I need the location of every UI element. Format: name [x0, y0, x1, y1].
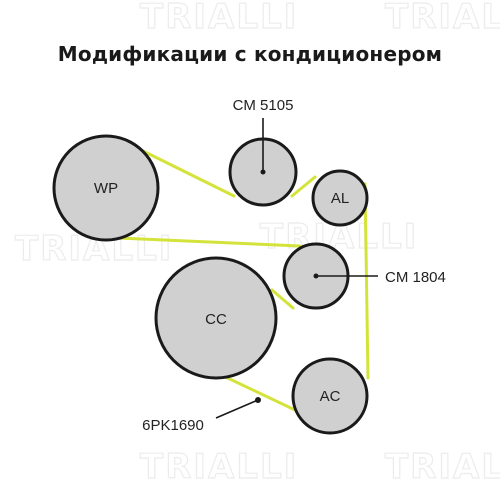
belt-segment [116, 236, 302, 248]
pulleys [52, 134, 369, 435]
watermark: TRIALLI [385, 447, 500, 487]
pulley-label-wp: WP [94, 180, 118, 197]
belt-callout-dot [255, 397, 261, 403]
watermark: TRIALLI [140, 0, 298, 37]
callout-cm1804: CM 1804 [385, 269, 446, 286]
pulley-ac [291, 357, 369, 435]
callout-belt: 6PK1690 [142, 417, 204, 434]
pulley-wp [52, 134, 160, 242]
belt-segment [137, 147, 236, 198]
watermark: TRIALLI [140, 447, 298, 487]
belt-segment [363, 182, 370, 380]
pulley-cc [154, 256, 278, 380]
belt-segment [213, 370, 297, 412]
page-title: Модификации с кондиционером [57, 42, 443, 66]
belt-segment [270, 288, 295, 310]
callout-cm5105: CM 5105 [233, 97, 294, 114]
pulley-al [311, 169, 369, 227]
pulley-label-al: AL [331, 190, 349, 207]
watermark: TRIALLI [385, 0, 500, 37]
leader-belt [215, 399, 259, 419]
belt-6pk1690 [116, 147, 370, 412]
belt-segment [290, 175, 317, 198]
pulley-label-ac: AC [320, 388, 341, 405]
pulley-label-cc: CC [205, 311, 227, 328]
callout-leaders [215, 118, 378, 419]
